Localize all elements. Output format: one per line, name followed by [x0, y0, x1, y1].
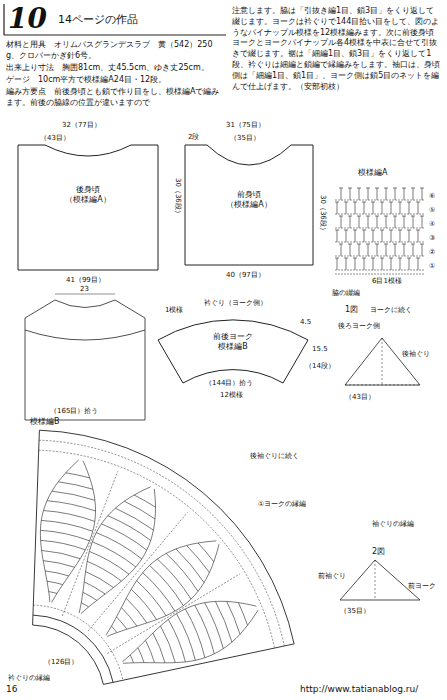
pattern-label: 30（36段）: [318, 195, 327, 234]
pattern-label: 脇の綴編: [332, 289, 360, 298]
chain-mesh: [33, 440, 284, 680]
pattern-label: 後袖ぐりに続く: [250, 452, 299, 461]
stitch-pattern-name: （模様編A）: [185, 200, 313, 210]
dimension-line: [55, 294, 115, 295]
page-footer: http://www.tatianablog.ru/: [300, 684, 418, 695]
instruction-text: 材料と用具 オリムパスグランデスラブ 黄（542）250g、クロバーかぎ針6号。: [6, 40, 222, 62]
piece-outline-path: [18, 145, 158, 270]
garment-schematic: [25, 300, 145, 420]
pattern-label: 2段: [188, 133, 199, 142]
pineapple-motif: [40, 460, 258, 663]
pattern-label: ヨークに続く: [370, 306, 412, 315]
pattern-label: （35目）: [340, 607, 370, 616]
pattern-label: 2図: [372, 547, 385, 557]
piece-name: 後身頃: [18, 185, 158, 195]
stitch-grid: [335, 188, 424, 270]
pattern-label: 1模様: [165, 306, 183, 315]
page-footer: 16: [6, 684, 17, 695]
pattern-label: 模様編B: [30, 417, 60, 427]
pattern-label: ②: [429, 248, 435, 257]
pattern-label: ④: [429, 220, 435, 229]
pattern-label: 前袖ぐり: [318, 572, 346, 581]
stitch-symbols: [33, 188, 425, 684]
fan-outline: [33, 430, 295, 684]
piece-name: 前後ヨーク: [158, 332, 308, 342]
pattern-label: 前ヨーク: [408, 582, 436, 591]
pattern-label: 模様編A: [358, 168, 387, 178]
pattern-label: 後ろヨーク側: [338, 322, 380, 331]
pattern-label: 12模様: [220, 391, 243, 400]
pattern-label: ①ヨークの縁編: [258, 500, 306, 509]
pattern-label: ⑤: [429, 206, 435, 215]
figure-2-outline: [340, 560, 420, 600]
pattern-label: 6目1模様: [372, 277, 402, 286]
pattern-label: （126目）: [44, 658, 78, 667]
pattern-label: （14段）: [305, 362, 335, 371]
pattern-label: 23: [80, 285, 89, 294]
pattern-label: 後袖ぐり: [402, 350, 430, 359]
instruction-text: 14ページの作品: [58, 13, 138, 27]
yoke-piece: 前後ヨーク模様編B: [158, 320, 308, 383]
pattern-label: 1図: [345, 305, 358, 315]
instruction-text: ゲージ 10cm平方で模様編A24目・12段。: [6, 75, 222, 86]
figure-1-grid: [345, 338, 420, 385]
piece-outline-path: [158, 320, 308, 383]
pattern-label: （35目）: [230, 134, 260, 143]
figure-2-grid: [375, 560, 376, 600]
header-rule: [3, 4, 4, 35]
pattern-label: 袖ぐりの縁編: [372, 520, 414, 529]
pattern-label: ①: [429, 262, 435, 271]
piece-name: 前身頃: [185, 190, 313, 200]
pattern-label: 32（77目）: [62, 121, 101, 130]
pattern-label: 15.5: [312, 345, 328, 354]
body-piece: 後身頃（模様編A）: [18, 145, 158, 270]
pattern-label: （43目）: [40, 134, 70, 143]
instruction-text: 出来上り寸法 胸囲81cm、丈45.5cm、ゆき丈25cm。: [6, 63, 222, 74]
stitch-pattern-name: 模様編B: [158, 342, 308, 352]
pattern-label: 31（75目）: [226, 121, 265, 130]
pattern-label: （165目）拾う: [50, 407, 98, 416]
pattern-label: ③: [429, 234, 435, 243]
pattern-label: ⑥: [429, 192, 435, 201]
chain-row: [335, 200, 425, 274]
pattern-label: 4.5: [300, 318, 311, 327]
figure-1-outline: [345, 338, 420, 385]
instruction-text: 編み方要点 前後身頃とも鎖で作り目をし、模様編Aで編みます。前後の脇線の位置が違…: [6, 87, 222, 109]
pattern-label: 41（99目）: [66, 276, 105, 285]
pattern-label: 30（36段）: [173, 178, 182, 217]
pattern-number: 10: [8, 2, 47, 35]
pattern-label: 40（97目）: [226, 271, 265, 280]
piece-outline: [18, 145, 158, 270]
stitch-pattern-name: （模様編A）: [18, 195, 158, 205]
body-piece: 前身頃（模様編A）: [185, 145, 313, 265]
pattern-label: （43目）: [345, 393, 375, 402]
pattern-label: 衿ぐり（ヨーク側）: [204, 299, 267, 308]
pattern-label: 衿ぐりの縁編: [8, 674, 50, 683]
piece-outline-path: [185, 145, 313, 265]
pattern-label: （144目）拾う: [205, 379, 253, 388]
piece-outline: [158, 320, 308, 383]
instruction-text: 注意します。脇は「引抜き編1目、鎖3目」をくり返して綴じます。ヨークは衿ぐりで1…: [232, 6, 442, 92]
